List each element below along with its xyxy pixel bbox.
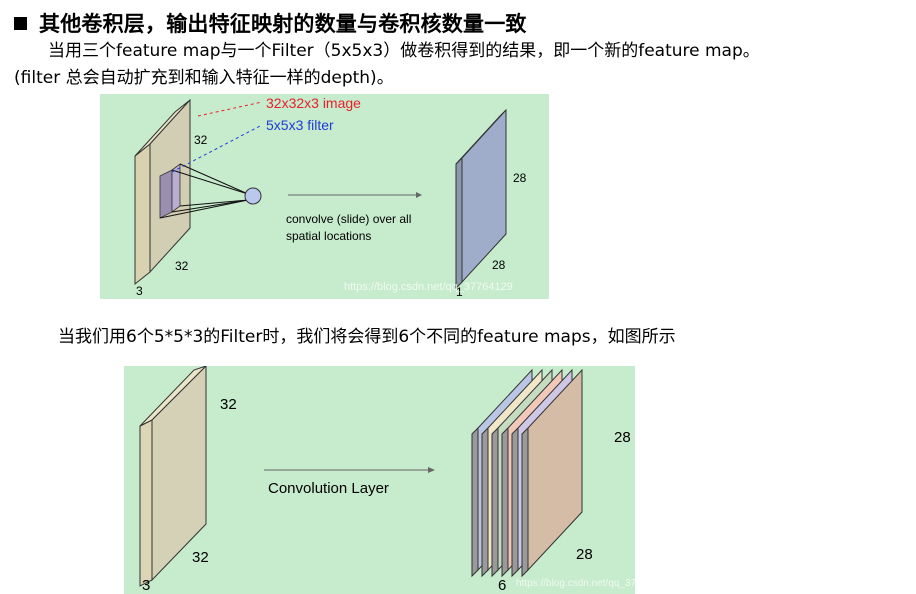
- output-map-front: [461, 108, 507, 284]
- section-heading: 其他卷积层，输出特征映射的数量与卷积核数量一致: [14, 8, 527, 38]
- input-volume-side: [134, 142, 151, 286]
- input-volume-side: [139, 419, 153, 587]
- explanation-line-1: 当用三个feature map与一个Filter（5x5x3）做卷积得到的结果，…: [48, 41, 760, 61]
- input-volume-front: [151, 366, 207, 582]
- single-filter-figure: 32x32x3 image 5x5x3 filter 32 32 3 convo…: [100, 94, 549, 299]
- feature-map-side: [511, 426, 519, 578]
- feature-map-side: [491, 426, 499, 578]
- projection-line: [171, 199, 249, 213]
- feature-map: [527, 368, 583, 572]
- convolution-layer-label: Convolution Layer: [268, 480, 389, 497]
- output-width-label: 28: [492, 258, 506, 272]
- six-filter-figure: 32 32 3 Convolution Layer 28 28 6 https:…: [124, 366, 635, 594]
- projection-line: [179, 199, 249, 207]
- watermark: https://blog.csdn.net/qq_37764129: [516, 578, 635, 589]
- output-neuron: [244, 187, 262, 205]
- output-feature-maps: [471, 368, 583, 578]
- filter-cube: [159, 169, 173, 219]
- single-filter-diagram: 32x32x3 image 5x5x3 filter 32 32 3 convo…: [134, 95, 527, 299]
- watermark: https://blog.csdn.net/qq_37764129: [344, 281, 513, 293]
- section-heading-text: 其他卷积层，输出特征映射的数量与卷积核数量一致: [39, 12, 527, 36]
- output-map-side: [455, 156, 463, 290]
- projection-line: [159, 199, 249, 219]
- image-label: 32x32x3 image: [266, 95, 361, 111]
- six-filters-caption: 当我们用6个5*5*3的Filter时，我们将会得到6个不同的feature m…: [58, 327, 676, 347]
- input-volume-top: [139, 366, 207, 427]
- output-height-label: 28: [513, 171, 527, 185]
- feature-map-side: [521, 426, 529, 578]
- filter-label: 5x5x3 filter: [266, 117, 334, 133]
- convolve-caption-line-2: spatial locations: [286, 229, 371, 243]
- convolution-arrowhead-icon: [428, 467, 435, 473]
- projection-line: [179, 163, 249, 195]
- input-depth-label: 3: [136, 284, 143, 298]
- image-pointer-line: [197, 101, 263, 117]
- output-depth-label: 1: [456, 285, 463, 299]
- explanation-line-2: (filter 总会自动扩充到和输入特征一样的depth)。: [14, 68, 394, 88]
- input-depth-label: 3: [142, 577, 150, 594]
- convolve-arrowhead-icon: [416, 192, 422, 198]
- output-depth-label: 6: [498, 577, 506, 594]
- input-width-label: 32: [192, 549, 209, 566]
- explanation-paragraph: 当用三个feature map与一个Filter（5x5x3）做卷积得到的结果，…: [14, 38, 904, 92]
- filter-pointer-line: [171, 125, 261, 173]
- output-width-label: 28: [576, 546, 593, 563]
- feature-map-side: [501, 426, 509, 578]
- convolve-caption-line-1: convolve (slide) over all: [286, 212, 411, 226]
- feature-map-side: [471, 426, 479, 578]
- feature-map-side: [481, 426, 489, 578]
- input-width-label: 32: [175, 259, 189, 273]
- output-height-label: 28: [614, 429, 631, 446]
- input-height-label: 32: [220, 396, 237, 413]
- square-bullet-icon: [14, 17, 27, 30]
- six-filter-diagram: 32 32 3 Convolution Layer 28 28 6 https:…: [139, 366, 635, 594]
- input-height-label: 32: [194, 133, 208, 147]
- projection-line: [171, 169, 249, 195]
